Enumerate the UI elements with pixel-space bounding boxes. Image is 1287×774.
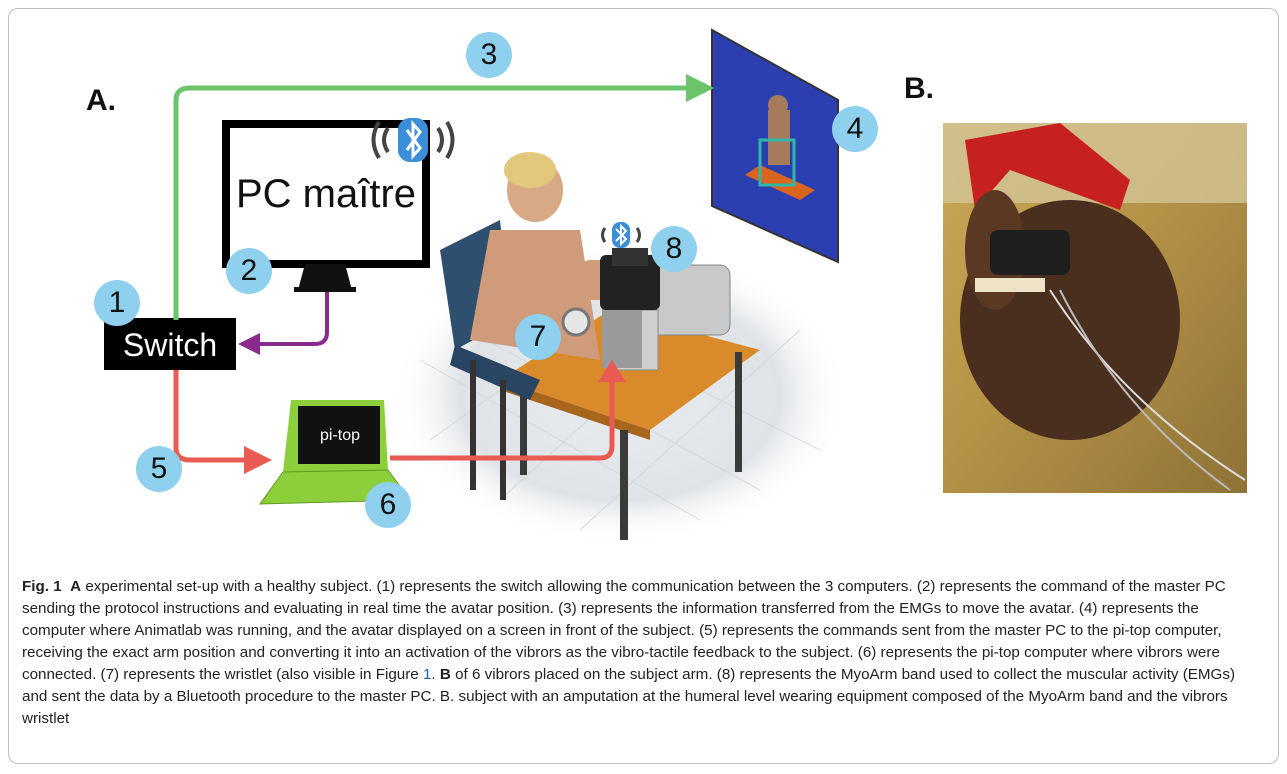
bluetooth-icon-pc [371, 118, 455, 162]
avatar-chair [758, 138, 796, 187]
badge-8: 8 [651, 226, 697, 272]
avatar-platform [745, 165, 815, 200]
badge-7: 7 [515, 314, 561, 360]
badge-6: 6 [365, 482, 411, 528]
figure-illustration: PC maître Switch pi-top [104, 28, 1247, 545]
avatar-figure [768, 110, 790, 165]
panel-label-a: A. [86, 84, 116, 117]
caption-figure-link[interactable]: 1 [422, 666, 432, 683]
avatar-head [768, 95, 788, 115]
switch-label: Switch [123, 327, 217, 363]
figure-caption: Fig. 1 A experimental set-up with a heal… [22, 576, 1262, 730]
badge-5: 5 [136, 446, 182, 492]
bluetooth-icon-myoarm [601, 222, 641, 248]
arrow-2-purple [258, 292, 329, 346]
caption-text-part1: experimental set-up with a healthy subje… [22, 578, 1226, 683]
caption-b-label: B [439, 666, 451, 683]
caption-dot: . [431, 666, 436, 683]
myoarm-band [600, 248, 660, 310]
badge-3: 3 [466, 32, 512, 78]
pc-stand [298, 264, 352, 290]
caption-fig-label: Fig. 1 [22, 578, 62, 595]
caption-a-label: A [70, 578, 82, 595]
arrow-5-red [173, 370, 246, 463]
laptop-label: pi-top [320, 427, 360, 444]
pc-label: PC maître [236, 172, 416, 216]
pi-top-laptop [259, 400, 411, 505]
badge-1: 1 [94, 280, 140, 326]
switch-box [104, 318, 236, 370]
panel-label-b: B. [904, 72, 934, 105]
badge-4: 4 [832, 106, 878, 152]
arrow-red-to-device [390, 380, 615, 461]
wristlet-sensor [561, 307, 591, 337]
badge-2: 2 [226, 248, 272, 294]
arrow-3-green [173, 85, 688, 320]
caption-text-part2: of 6 vibrors placed on the subject arm. … [22, 666, 1236, 727]
